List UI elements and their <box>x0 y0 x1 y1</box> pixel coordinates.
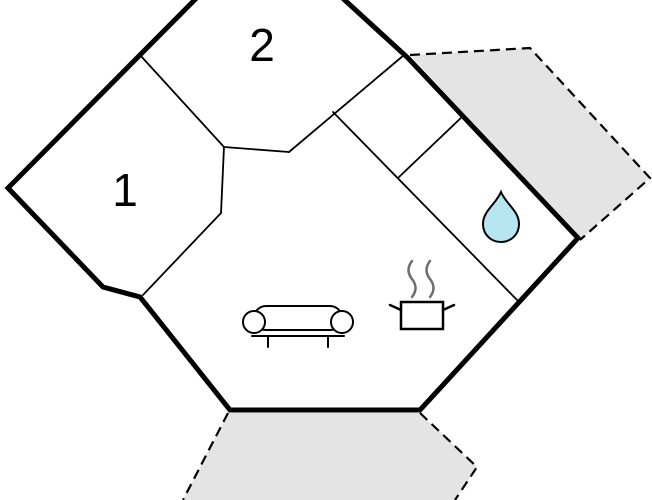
terrace-bottom-area <box>183 413 477 500</box>
pot-handle-left <box>388 303 403 312</box>
terrace-bottom-dashed-edge-right <box>419 412 479 500</box>
sofa-armrest-right <box>330 310 354 334</box>
interior-wall <box>223 146 290 153</box>
room-2-label: 2 <box>249 19 275 71</box>
water-drop-icon <box>481 189 521 244</box>
interior-wall <box>288 54 405 153</box>
terrace-bottom <box>182 412 479 500</box>
interior-walls <box>139 54 520 303</box>
terrace-bottom-dashed-edge-left <box>182 412 229 500</box>
interior-wall <box>398 115 464 178</box>
interior-wall <box>142 212 222 296</box>
sofa-icon <box>242 305 354 348</box>
sofa-body <box>253 305 343 331</box>
interior-wall <box>220 146 225 214</box>
terrace-top-right <box>409 46 652 241</box>
room-1-label: 1 <box>112 164 138 216</box>
pot-handle-right <box>441 303 456 312</box>
cooking-pot-icon <box>388 259 456 331</box>
interior-wall <box>139 54 225 148</box>
interior-wall <box>332 111 520 303</box>
terrace-top-right-area <box>410 48 650 240</box>
sofa-armrest-left <box>242 310 266 334</box>
terrace-top-right-dashed-edge <box>409 46 652 241</box>
pot-body <box>399 300 445 331</box>
steam-icon <box>407 259 417 299</box>
steam-icon <box>425 259 435 299</box>
